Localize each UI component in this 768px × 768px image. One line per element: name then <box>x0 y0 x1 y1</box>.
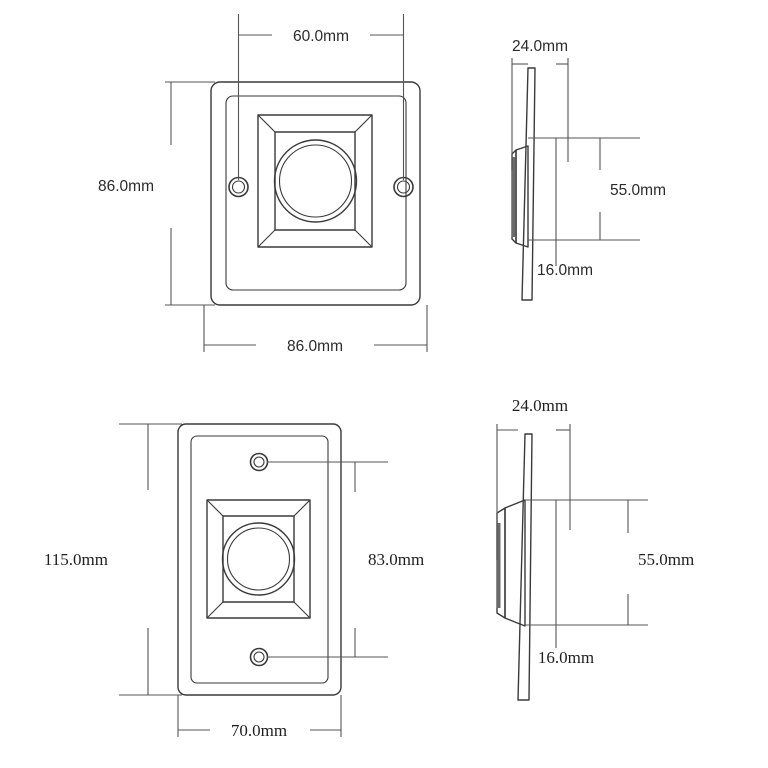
dimension-labels-square-side: 24.0mm 55.0mm 16.0mm <box>512 38 666 279</box>
shaded-edge <box>496 523 501 608</box>
button-frame-bevels <box>257 114 373 248</box>
screw-hole-top-inner <box>253 456 265 468</box>
dimensions-square-plate-side <box>511 58 640 266</box>
button-frame-outer <box>206 499 311 619</box>
dim-label-55mm: 55.0mm <box>610 182 666 199</box>
dim-label-83mm: 83.0mm <box>368 550 424 569</box>
view-square-plate-side <box>511 67 536 301</box>
dimension-labels-rect-front: 115.0mm 83.0mm 70.0mm <box>44 550 424 740</box>
screw-hole-bottom-inner <box>253 651 265 663</box>
dim-label-55mm-bottom: 55.0mm <box>638 550 694 569</box>
view-square-plate-front <box>210 81 421 306</box>
inner-recess-outline <box>190 435 329 684</box>
round-button-inner-ring <box>226 527 291 591</box>
dimension-labels-square-front: 60.0mm 86.0mm 86.0mm <box>98 28 349 355</box>
button-frame-bevels <box>206 499 311 619</box>
dimensions-square-plate-front <box>165 14 428 352</box>
view-rect-plate-side <box>496 433 533 701</box>
dim-label-60mm: 60.0mm <box>293 28 349 45</box>
dim-label-86mm-width: 86.0mm <box>287 338 343 355</box>
shaded-edge <box>511 157 515 237</box>
dim-label-70mm: 70.0mm <box>231 721 287 740</box>
screw-hole-right-inner <box>396 180 411 194</box>
button-frame-outer <box>257 114 373 248</box>
screw-hole-left-inner <box>231 180 246 194</box>
dim-label-86mm-height: 86.0mm <box>98 178 154 195</box>
dimension-labels-rect-side: 24.0mm 55.0mm 16.0mm <box>512 396 694 667</box>
dim-label-16mm-bottom: 16.0mm <box>538 648 594 667</box>
dim-label-16mm: 16.0mm <box>537 262 593 279</box>
round-button-inner-ring <box>278 144 353 218</box>
outer-plate-outline <box>210 81 421 306</box>
dimensions-rect-plate-side <box>496 424 648 648</box>
face-plate-profile <box>521 67 536 301</box>
dim-label-24mm: 24.0mm <box>512 38 568 55</box>
outer-plate-outline <box>177 423 342 696</box>
round-button-outer-ring <box>221 522 296 596</box>
round-button-outer-ring <box>273 139 358 223</box>
dim-label-115mm: 115.0mm <box>44 550 108 569</box>
view-rect-plate-front <box>177 423 342 696</box>
dimensions-rect-plate-front <box>119 423 388 737</box>
face-plate-profile <box>517 433 533 701</box>
dim-label-24mm-bottom: 24.0mm <box>512 396 568 415</box>
